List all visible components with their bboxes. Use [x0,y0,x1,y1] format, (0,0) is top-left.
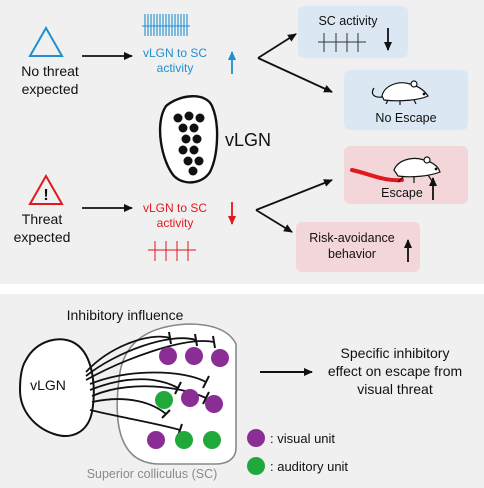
effect-line2: effect on escape from [328,363,462,379]
sc-activity-box [298,6,408,58]
escape-label: Escape [381,186,423,200]
warning-triangle-icon [28,173,64,205]
motion-trail [350,168,404,183]
mouse-icon [371,80,429,105]
inhibitory-terminals [161,331,216,437]
risk-line2: behavior [328,247,376,261]
spike-train-blue-icon [142,14,190,36]
threat-line2: expected [14,229,71,245]
vlgn-neurons [173,111,205,176]
risk-line1: Risk-avoidance [309,231,395,245]
visual-unit [211,349,229,367]
arrow-to-escape [255,179,333,211]
no-escape-label: No Escape [375,111,436,125]
sc-units [147,347,229,449]
sc-activity-label: SC activity [318,14,378,28]
effect-line3: visual threat [357,381,433,397]
sc-label: Superior colliculus (SC) [87,467,218,481]
auditory-unit [203,431,221,449]
auditory-unit [155,391,173,409]
legend-auditory-label: : auditory unit [270,459,348,474]
no-threat-line2: expected [22,81,79,97]
auditory-unit [175,431,193,449]
risk-box [296,222,420,272]
inhibitory-influence-label: Inhibitory influence [67,307,184,323]
spike-train-sc-icon [318,33,366,52]
legend-visual-swatch [247,429,265,447]
vlgn-label-bottom: vLGN [30,377,66,393]
visual-unit [181,389,199,407]
visual-unit [159,347,177,365]
legend-auditory-swatch [247,457,265,475]
visual-unit [205,395,223,413]
arrow-to-sc-activity [257,33,297,59]
vlgn-sc-red-line1: vLGN to SC [143,201,207,215]
vlgn-outline [18,338,95,437]
threat-line1: Threat [22,211,63,227]
sc-region [116,323,237,465]
visual-unit [185,347,203,365]
vlgn-sc-blue-line2: activity [157,61,194,75]
arrow-to-risk [255,209,293,233]
legend-visual-label: : visual unit [270,431,335,446]
spike-train-red-icon [148,241,196,261]
no-threat-line1: No threat [21,63,79,79]
arrow-to-no-escape [257,57,333,93]
escaping-mouse-icon [393,156,441,183]
effect-line1: Specific inhibitory [341,345,450,361]
vlgn-label-top: vLGN [225,130,271,150]
visual-unit [147,431,165,449]
vlgn-sc-blue-line1: vLGN to SC [143,46,207,60]
warning-exclamation-icon: ! [43,187,48,204]
triangle-outline-icon [28,25,64,57]
vlgn-sc-red-line2: activity [157,216,194,230]
